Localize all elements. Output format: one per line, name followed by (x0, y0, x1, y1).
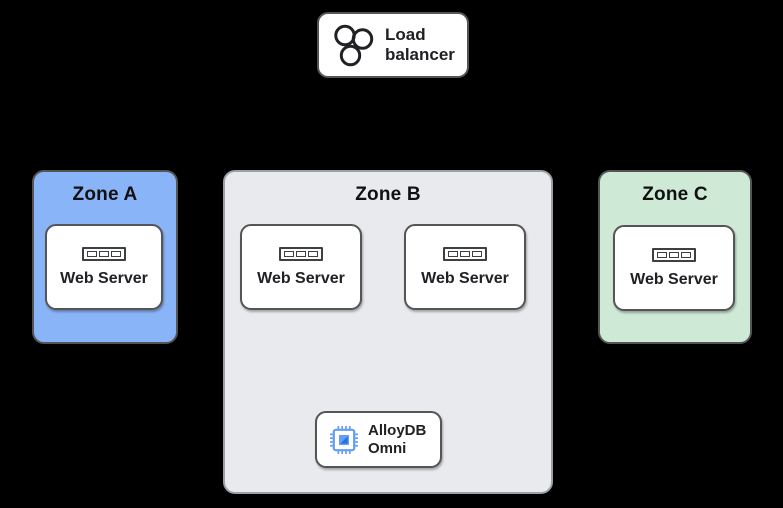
zone-b-label: Zone B (355, 184, 421, 205)
zone-c-web-server-content: Web Server (615, 227, 733, 309)
server-rack-icon (443, 246, 487, 261)
load-balancer-content: Load balancer (319, 14, 467, 76)
rack-segment (657, 251, 667, 258)
zone-b-web-server-1-label: Web Server (257, 269, 345, 287)
cpu-chip-icon (330, 425, 358, 454)
alloydb-omni-node[interactable]: AlloyDB Omni (315, 411, 442, 468)
rack-segment (284, 250, 294, 257)
server-rack-icon (652, 247, 696, 262)
rack-segment (99, 250, 109, 257)
alloydb-omni-label-block: AlloyDB Omni (368, 422, 426, 458)
server-rack-icon (82, 246, 126, 261)
server-rack-icon (279, 246, 323, 261)
zone-a-web-server-content: Web Server (47, 226, 161, 308)
load-balancer-label-block: Load balancer (385, 25, 455, 64)
rack-segment (111, 250, 121, 257)
rack-segment (669, 251, 679, 258)
rack-segment (308, 250, 318, 257)
zone-a-web-server-label: Web Server (60, 269, 148, 287)
alloydb-omni-label-line2: Omni (368, 439, 407, 457)
zone-a-web-server-node[interactable]: Web Server (45, 224, 163, 310)
zone-c-web-server-label: Web Server (630, 270, 718, 288)
rack-segment (296, 250, 306, 257)
zone-b-web-server-1-node[interactable]: Web Server (240, 224, 362, 310)
rack-segment (448, 250, 458, 257)
zone-a-label: Zone A (72, 184, 138, 205)
load-balancer-node[interactable]: Load balancer (317, 12, 469, 78)
zone-c-web-server-node[interactable]: Web Server (613, 225, 735, 311)
rack-segment (87, 250, 97, 257)
alloydb-omni-label-line1: AlloyDB (368, 421, 427, 439)
rack-segment (681, 251, 691, 258)
zone-b-web-server-1-content: Web Server (242, 226, 360, 308)
zone-b-web-server-2-node[interactable]: Web Server (404, 224, 526, 310)
zone-c-label: Zone C (642, 184, 708, 205)
alloydb-omni-content: AlloyDB Omni (317, 413, 440, 466)
load-balancer-label-line1: Load (385, 25, 426, 45)
zone-b-web-server-2-content: Web Server (406, 226, 524, 308)
rack-segment (460, 250, 470, 257)
load-balancer-label-line2: balancer (385, 45, 455, 64)
three-circles-icon (334, 24, 374, 67)
rack-segment (472, 250, 482, 257)
zone-b-web-server-2-label: Web Server (421, 269, 509, 287)
